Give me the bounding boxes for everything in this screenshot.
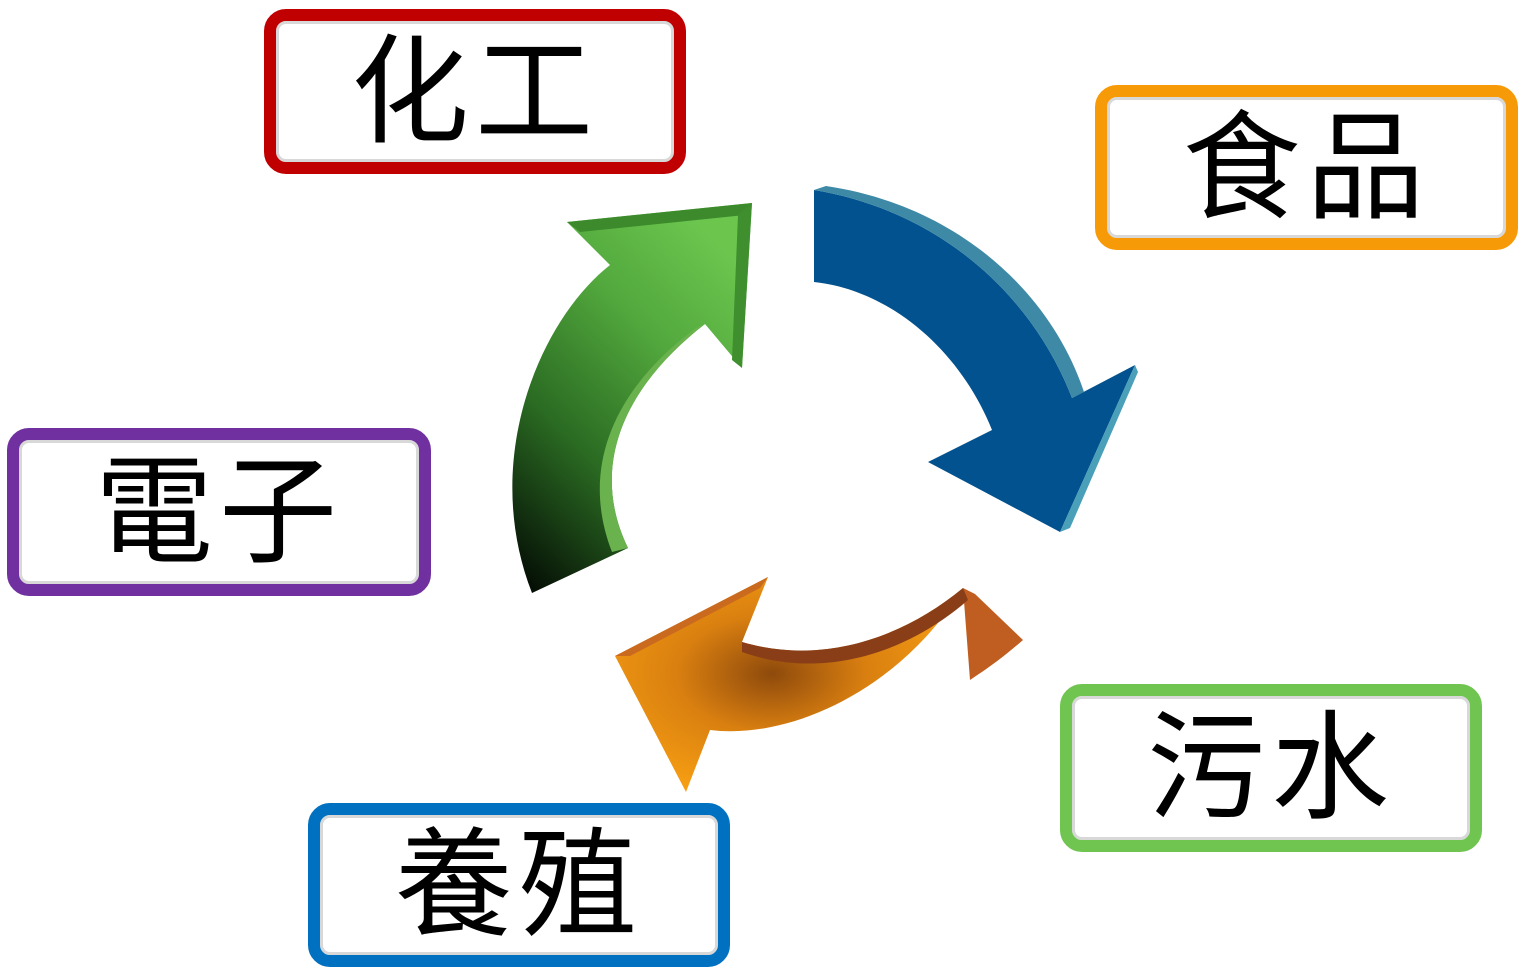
label-box-electronics: 電子 bbox=[7, 428, 431, 596]
label-box-aquaculture: 養殖 bbox=[308, 803, 730, 967]
label-wastewater: 污水 bbox=[1146, 699, 1395, 837]
blue-cycle-arrow bbox=[814, 186, 1138, 532]
label-electronics: 電子 bbox=[94, 443, 343, 581]
orange-cycle-arrow bbox=[615, 577, 1023, 792]
label-aquaculture: 養殖 bbox=[394, 816, 643, 954]
green-cycle-arrow bbox=[512, 203, 752, 593]
label-food: 食品 bbox=[1182, 98, 1431, 237]
label-chemical: 化工 bbox=[350, 22, 599, 161]
label-box-wastewater: 污水 bbox=[1060, 684, 1482, 852]
label-box-food: 食品 bbox=[1095, 85, 1518, 250]
label-box-chemical: 化工 bbox=[264, 9, 686, 174]
